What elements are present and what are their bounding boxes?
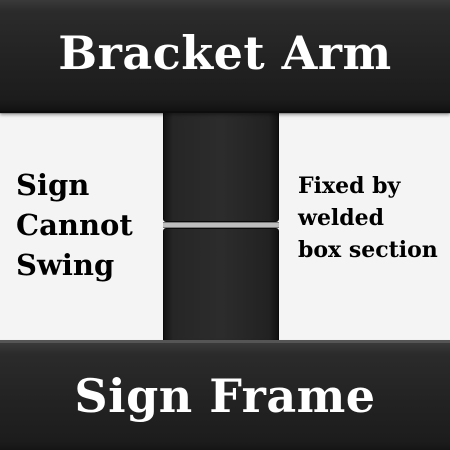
bracket-arm-label: Bracket Arm bbox=[58, 25, 392, 80]
right-note-line: welded bbox=[298, 205, 385, 231]
right-panel bbox=[279, 113, 450, 342]
box-section-lower bbox=[163, 228, 279, 344]
weld-seam bbox=[163, 222, 279, 228]
left-note-line: Sign bbox=[16, 168, 90, 202]
left-note-line: Cannot bbox=[16, 208, 133, 242]
bracket-arm-bar: Bracket Arm bbox=[0, 0, 450, 113]
sign-frame-bar: Sign Frame bbox=[0, 340, 450, 450]
fixed-by-welded-note: Fixed by welded box section bbox=[298, 170, 448, 266]
left-note-line: Swing bbox=[16, 248, 115, 282]
box-section-upper bbox=[163, 110, 279, 222]
right-note-line: box section bbox=[298, 237, 438, 263]
sign-frame-label: Sign Frame bbox=[74, 369, 376, 423]
sign-cannot-swing-note: Sign Cannot Swing bbox=[16, 165, 156, 285]
right-note-line: Fixed by bbox=[298, 173, 401, 199]
left-panel bbox=[0, 113, 163, 342]
